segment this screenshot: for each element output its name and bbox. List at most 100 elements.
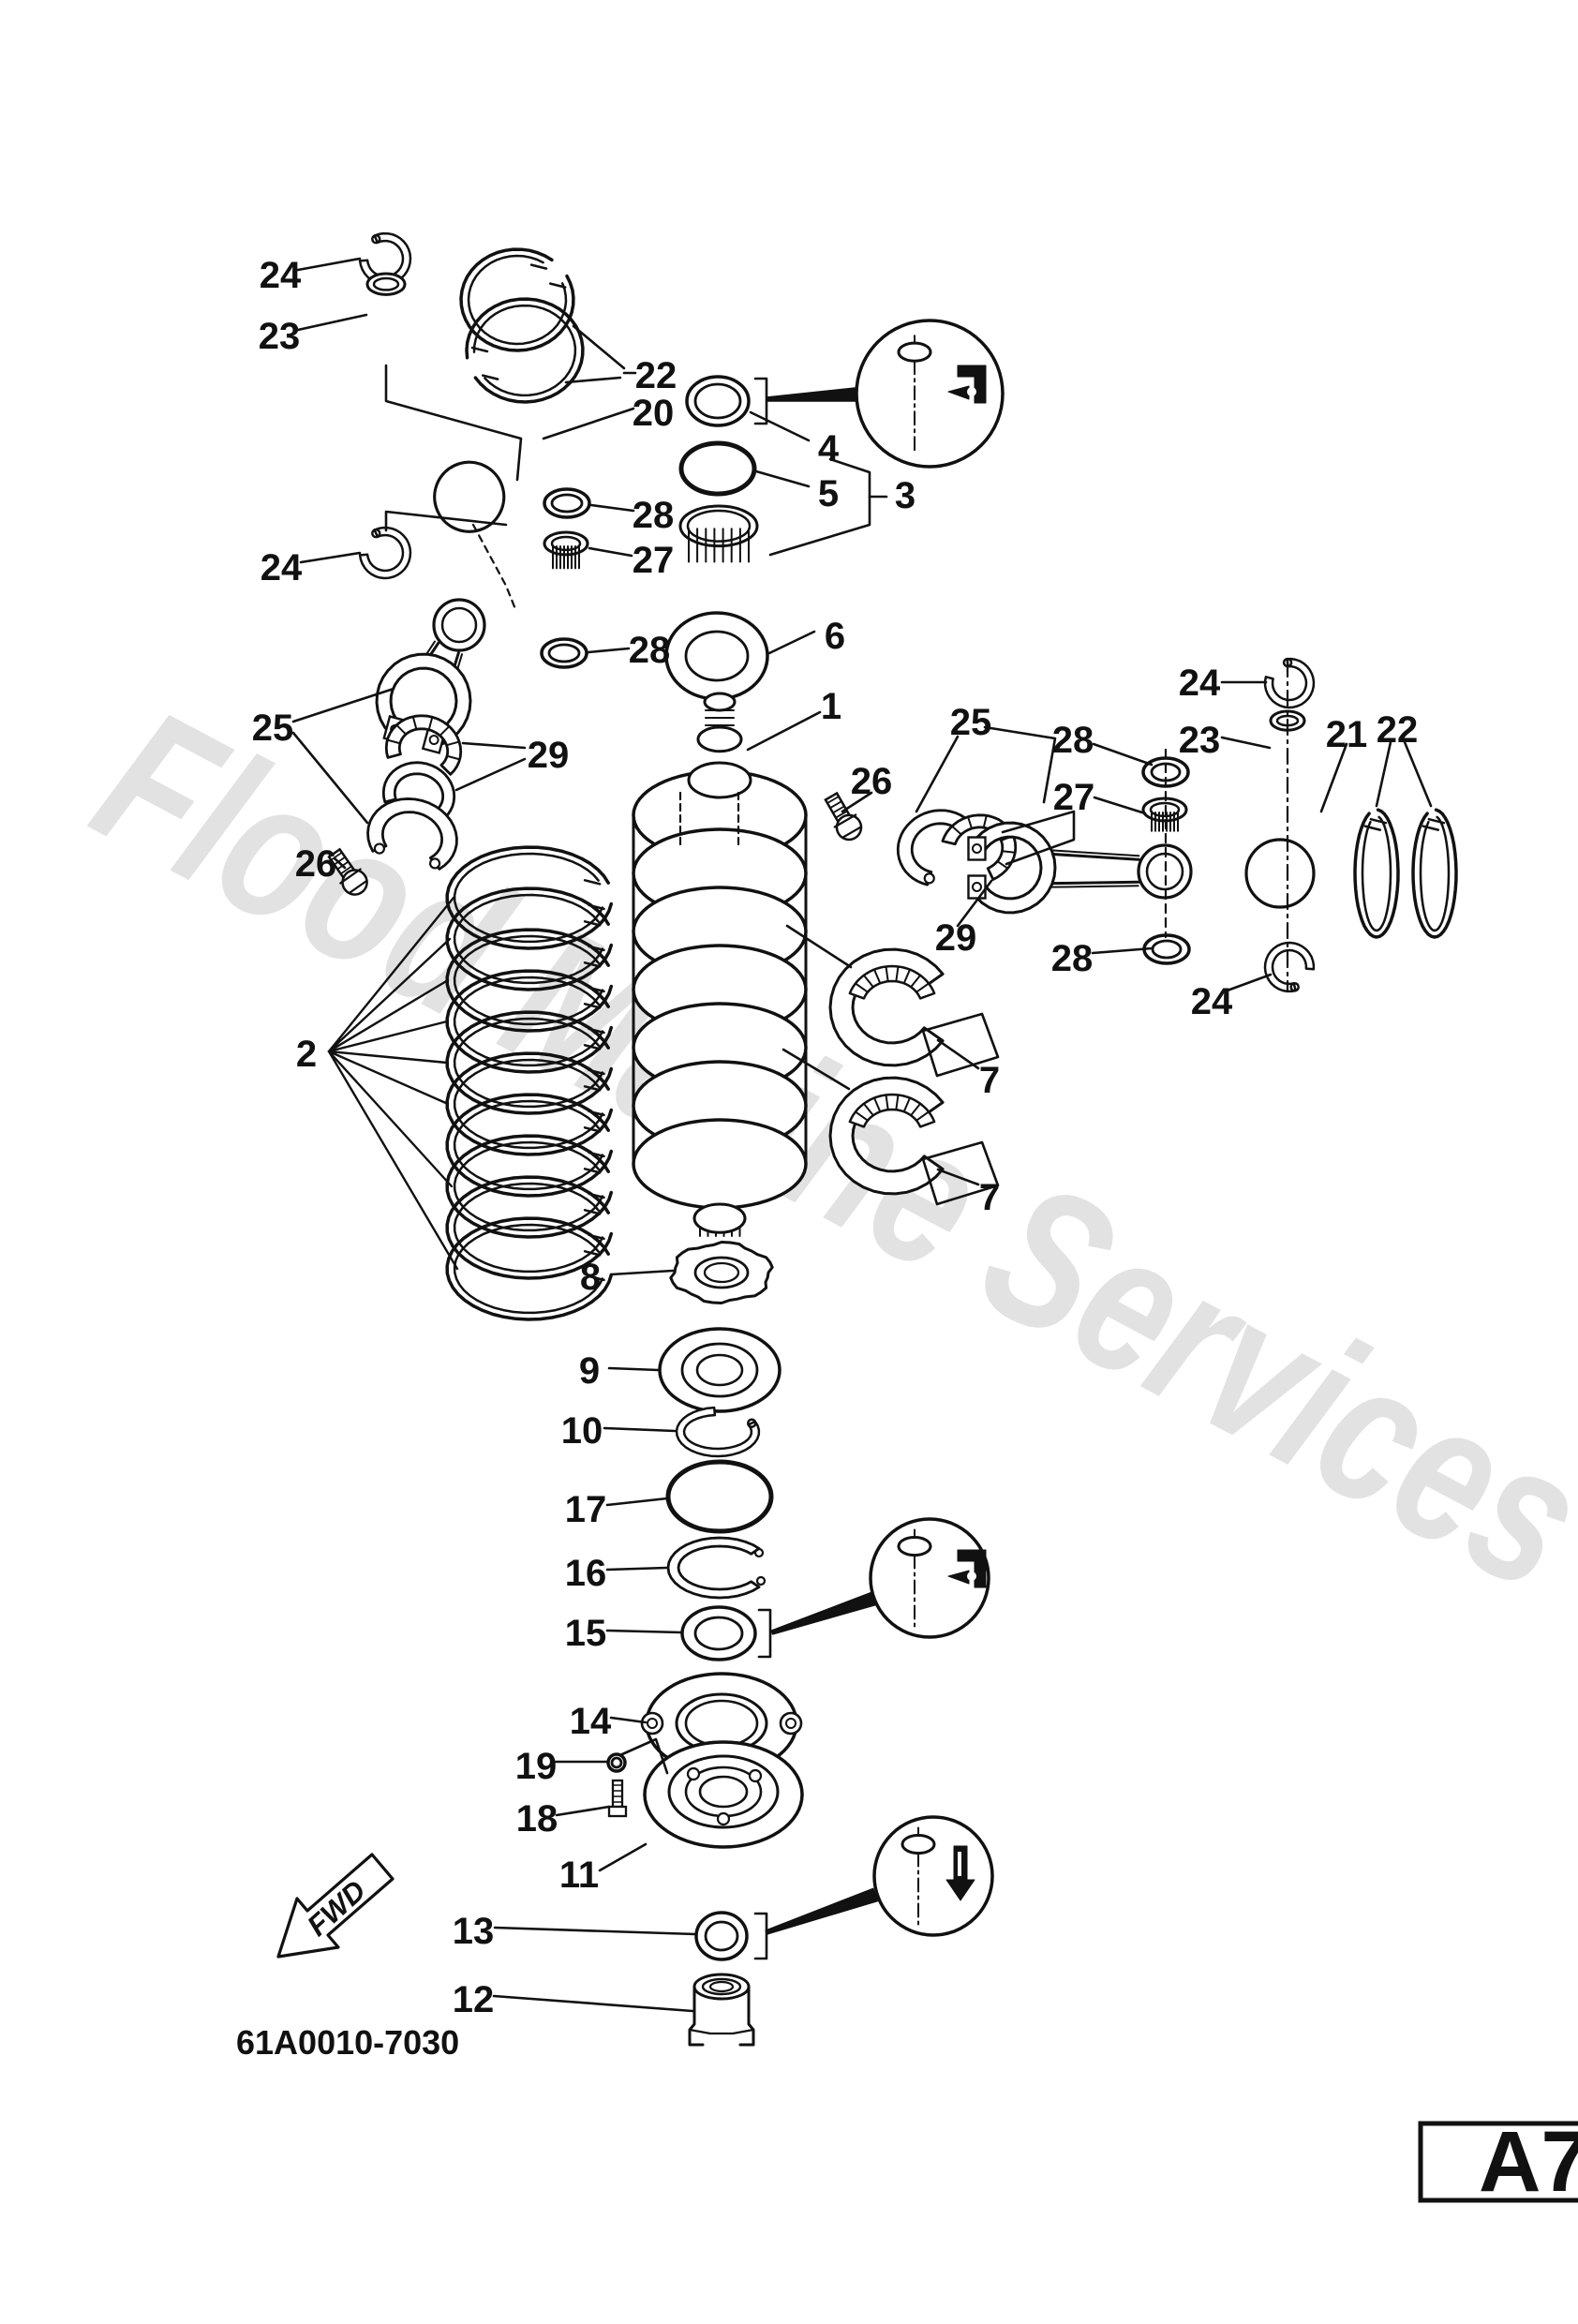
callout-label: 18 (516, 1798, 558, 1840)
callout-label: 15 (565, 1613, 607, 1654)
retaining-ring (675, 1406, 761, 1458)
piston (1244, 838, 1316, 909)
crankshaft (632, 702, 808, 1237)
callout-label: 26 (851, 761, 893, 802)
callout-label: 13 (453, 1911, 495, 1952)
piston-pin (365, 272, 407, 296)
callout-label: 24 (1179, 663, 1221, 704)
connecting-rod (419, 598, 486, 680)
callout-label: 5 (818, 473, 839, 514)
callout-label: 28 (633, 495, 675, 536)
leader-lines (291, 257, 1433, 2013)
piston-ring-set (445, 1216, 614, 1321)
crank-lower-shaft (692, 1202, 747, 1234)
callout-label: 23 (1179, 720, 1221, 761)
callout-label: 24 (1191, 981, 1233, 1022)
connecting-rod-big-end (967, 821, 1057, 915)
callout-label: 22 (635, 355, 677, 396)
oil-seal-ring (685, 375, 751, 427)
diagram-code: 61A0010-7030 (236, 2023, 459, 2062)
seal-ring (694, 1911, 749, 1961)
clip-orientation-icon (947, 365, 987, 404)
piston-pin-clip (1263, 941, 1316, 993)
piston-pin-clip (358, 231, 412, 286)
fwd-arrow: FWD (276, 1853, 394, 1959)
piston-ring (465, 297, 585, 404)
connecting-rod-big-end (375, 652, 472, 754)
circlip (666, 1536, 767, 1600)
callout-label: 20 (633, 393, 675, 434)
detail-circle (872, 1815, 994, 1937)
housing-bolt (607, 1779, 628, 1818)
piston-ring (1353, 808, 1400, 939)
callout-label: 28 (1052, 720, 1094, 761)
rod-cap (366, 797, 458, 871)
o-ring (665, 1459, 774, 1534)
washer (543, 487, 591, 519)
callout-label: 7 (979, 1177, 1000, 1218)
callout-label: 10 (561, 1410, 603, 1452)
callout-label: 24 (261, 547, 303, 588)
callout-label: 1 (821, 686, 841, 727)
callout-label: 28 (1051, 938, 1094, 979)
callout-label: 27 (1053, 777, 1095, 818)
callout-label: 9 (579, 1350, 600, 1392)
callout-label: 25 (950, 702, 992, 743)
callout-label: 6 (825, 616, 845, 657)
needle-bushing (678, 504, 759, 563)
rod-bolt (327, 847, 368, 896)
crank-collar (687, 761, 752, 799)
callout-label: 14 (570, 1701, 612, 1742)
part-code-label: 61A0010-7030 (236, 2023, 459, 2062)
big-end-bearing-half (384, 714, 463, 776)
watermark-text: Flood Marine Services (65, 665, 1578, 1631)
piston-ring (1411, 808, 1458, 939)
callout-label: 4 (818, 428, 840, 469)
flywheel-drum (643, 1740, 804, 1849)
callout-label: 27 (633, 540, 675, 581)
lock-nut (606, 1752, 627, 1773)
clip-orientation-icon (947, 1549, 987, 1588)
callout-label: 11 (559, 1855, 599, 1896)
callout-label: 7 (979, 1060, 1000, 1101)
washer-plate (669, 1241, 774, 1304)
spacer-ring (680, 1605, 757, 1661)
small-end-bearing (543, 530, 589, 570)
piston-pin-clip (1263, 657, 1316, 709)
piston (433, 460, 506, 533)
o-ring (678, 440, 757, 497)
callout-label: 22 (1377, 709, 1419, 751)
ball-bearing (664, 611, 769, 701)
callout-label: 2 (296, 1034, 317, 1075)
main-bearing-half (828, 1076, 945, 1196)
detail-pin (897, 341, 932, 363)
callout-label: 23 (259, 316, 301, 357)
page-label: A7 (1479, 2114, 1578, 2210)
ball-bearing (658, 1327, 782, 1413)
rod-bolt (824, 791, 863, 842)
washer (540, 637, 588, 669)
callout-label: 25 (252, 708, 294, 749)
callout-label: 21 (1326, 714, 1368, 755)
callout-label: 3 (895, 475, 916, 516)
piston-ring-set (445, 1134, 614, 1239)
callout-label: 16 (565, 1553, 607, 1594)
callout-label: 24 (260, 255, 302, 296)
callout-label: 26 (295, 843, 337, 885)
main-bearing-half (828, 947, 945, 1067)
piston-ring-set (445, 1093, 614, 1198)
crankshaft-nut (688, 1973, 755, 2047)
crank-neck (696, 725, 743, 753)
callout-label: 8 (580, 1257, 601, 1298)
clip-orientation-icon (945, 1845, 975, 1901)
page-label-box: A7 (1418, 2114, 1578, 2210)
callout-label: 29 (528, 735, 570, 776)
crank-upper-tip (703, 692, 737, 712)
callout-label: 28 (629, 630, 671, 671)
callout-label: 17 (565, 1489, 607, 1530)
callout-label: 19 (515, 1746, 558, 1787)
callout-label: 12 (453, 1979, 495, 2020)
